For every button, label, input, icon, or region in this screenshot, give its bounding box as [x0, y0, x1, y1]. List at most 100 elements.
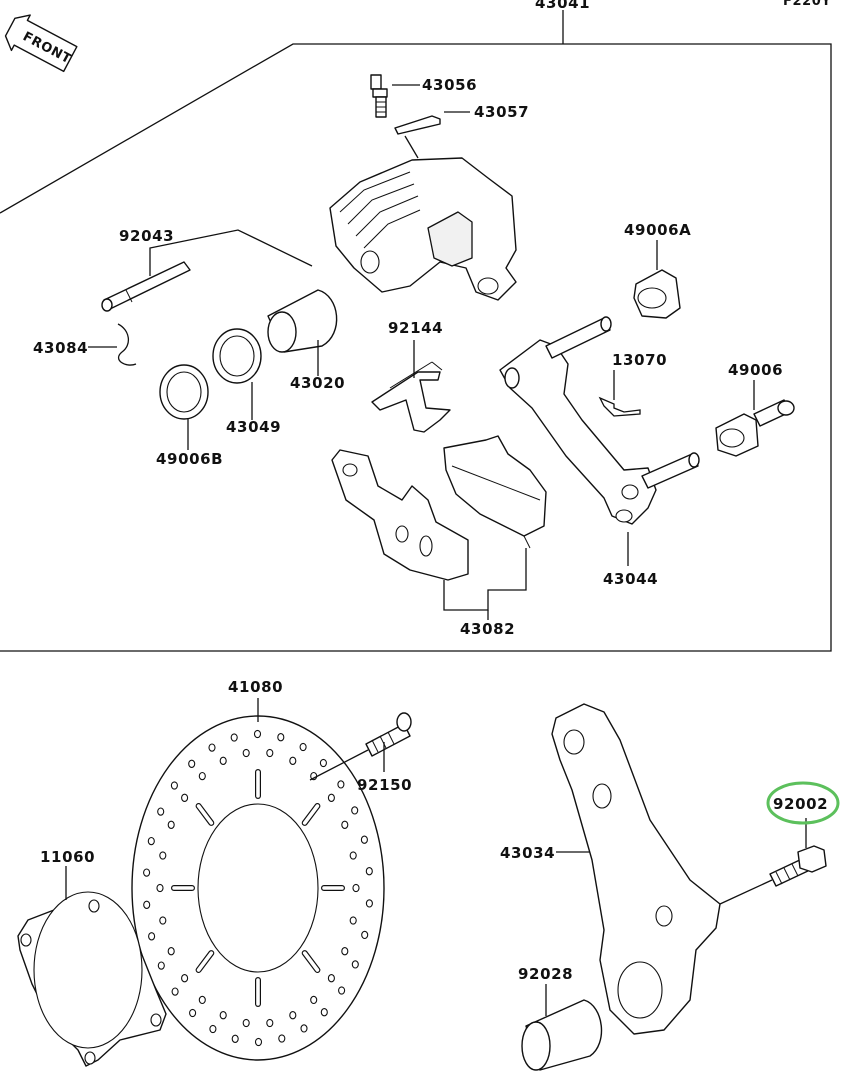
disc-hole [209, 1024, 217, 1034]
part-label-43084[interactable]: 43084 [33, 339, 88, 357]
disc-hole [289, 756, 297, 765]
caliper-pin-92043[interactable] [101, 261, 191, 312]
disc-hole [338, 986, 346, 995]
part-label-11060[interactable]: 11060 [40, 848, 95, 866]
disc-hole [253, 729, 262, 739]
caliper-assembly-box [0, 43, 832, 652]
leader-92002-to-bracket [719, 879, 773, 905]
disc-hole [349, 851, 357, 860]
disc-hole [171, 987, 179, 996]
clip-43084[interactable] [117, 323, 137, 366]
caliper-body[interactable] [329, 157, 517, 301]
disc-drill-holes [143, 729, 373, 1047]
part-label-43044[interactable]: 43044 [603, 570, 658, 588]
brake-disc-41080[interactable] [131, 715, 385, 1061]
disc-hole [310, 995, 318, 1005]
part-label-49006B[interactable]: 49006B [156, 450, 223, 468]
bleeder-cap-43057[interactable] [394, 115, 441, 135]
leader-43082 [443, 548, 527, 611]
part-label-92028[interactable]: 92028 [518, 965, 573, 983]
disc-hole [147, 836, 155, 846]
disc-hole [231, 1034, 239, 1043]
part-label-49006A[interactable]: 49006A [624, 221, 691, 239]
disc-hole [242, 1018, 250, 1028]
disc-hole [327, 974, 335, 983]
disc-hole [277, 733, 285, 742]
bleeder-valve-43056[interactable] [370, 74, 388, 118]
disc-hole [266, 748, 274, 758]
disc-hole [157, 807, 165, 816]
disc-hole [254, 1037, 263, 1047]
disc-hole [337, 780, 345, 789]
corner-code: F220Y [783, 0, 831, 9]
disc-hole [219, 756, 227, 765]
part-label-13070[interactable]: 13070 [612, 351, 667, 369]
disc-hole [278, 1034, 286, 1043]
disc-slot [302, 804, 320, 825]
part-label-43049[interactable]: 43049 [226, 418, 281, 436]
collar-92028[interactable] [521, 999, 603, 1071]
part-label-43020[interactable]: 43020 [290, 374, 345, 392]
clip-13070[interactable] [598, 396, 641, 417]
disc-hole [198, 995, 206, 1005]
highlight-ring-92002[interactable] [766, 781, 840, 825]
part-label-43057[interactable]: 43057 [474, 103, 529, 121]
part-label-43056[interactable]: 43056 [422, 76, 477, 94]
disc-hole [341, 947, 349, 956]
disc-cutouts [171, 769, 345, 1007]
disc-slot [196, 804, 214, 825]
disc-hole [181, 974, 189, 983]
disc-hole [208, 743, 216, 752]
gasket-11060[interactable] [17, 891, 167, 1067]
disc-hole [242, 748, 250, 758]
part-label-41080[interactable]: 41080 [228, 678, 283, 696]
disc-hole [198, 771, 206, 781]
brake-pad-inner[interactable] [443, 435, 547, 549]
part-label-92150[interactable]: 92150 [357, 776, 412, 794]
rubber-boot-49006A[interactable] [633, 269, 681, 319]
disc-hole [159, 916, 167, 925]
pad-spring-92144[interactable] [371, 361, 451, 433]
disc-hole [266, 1018, 274, 1028]
disc-hole [230, 733, 238, 742]
dust-seal-49006B[interactable] [159, 364, 209, 420]
part-label-92144[interactable]: 92144 [388, 319, 443, 337]
piston-seal-43049[interactable] [212, 328, 262, 384]
brake-pad-outer[interactable] [331, 449, 469, 581]
disc-hole [349, 916, 357, 925]
part-label-43034[interactable]: 43034 [500, 844, 555, 862]
disc-slot [302, 951, 320, 972]
disc-hole [181, 793, 189, 802]
part-label-92002[interactable]: 92002 [773, 795, 828, 813]
boot-49006[interactable] [715, 399, 795, 457]
disc-hole [156, 883, 164, 893]
disc-bolt-92150[interactable] [365, 712, 412, 757]
disc-hole [327, 793, 335, 802]
disc-hole [351, 806, 359, 815]
disc-hole [351, 960, 359, 969]
disc-hole [365, 899, 373, 908]
part-label-92043[interactable]: 92043 [119, 227, 174, 245]
disc-hole [361, 930, 369, 940]
disc-hole [148, 932, 156, 941]
bolt-92002[interactable] [769, 845, 827, 887]
disc-hole [157, 961, 165, 970]
caliper-bracket-43034[interactable] [551, 703, 721, 1035]
leader-43057-to-caliper [404, 135, 419, 159]
piston-43020[interactable] [267, 289, 338, 353]
disc-hole [319, 758, 327, 768]
leader-92150-to-disc [309, 749, 369, 781]
disc-hole [159, 851, 167, 860]
disc-hole [300, 1024, 308, 1033]
disc-hole [170, 781, 178, 790]
disc-hole [189, 1008, 197, 1018]
disc-hole [360, 835, 368, 844]
disc-hole [167, 947, 175, 956]
part-label-43082[interactable]: 43082 [460, 620, 515, 638]
disc-hole [352, 883, 360, 893]
disc-hole [219, 1011, 227, 1020]
disc-hole [341, 820, 349, 829]
part-label-49006[interactable]: 49006 [728, 361, 783, 379]
caliper-bracket-43044[interactable] [499, 316, 700, 525]
